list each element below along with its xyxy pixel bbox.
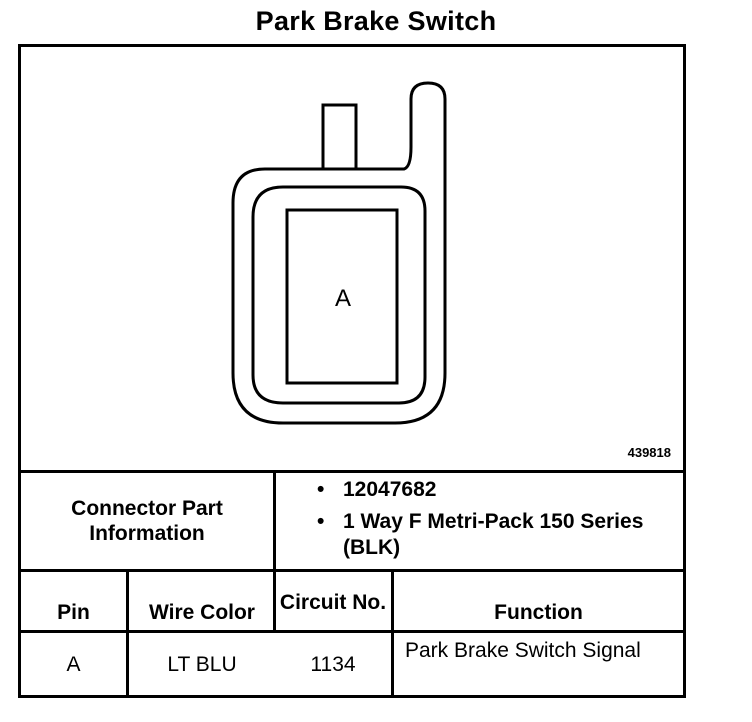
header-function: Function (494, 601, 583, 624)
divider-col-info (273, 472, 276, 630)
connector-info-item: • 12047682 (317, 477, 677, 503)
connector-info-list: • 12047682 • 1 Way F Metri-Pack 150 Seri… (317, 477, 677, 567)
cavity-label-a: A (334, 285, 351, 312)
pin-cavity-a (285, 208, 399, 385)
divider-connector-info (21, 569, 683, 572)
header-circuit: Circuit No. (279, 590, 387, 614)
figure-id: 439818 (627, 445, 671, 460)
connector-description: 1 Way F Metri-Pack 150 Series (BLK) (343, 510, 644, 559)
cell-function: Park Brake Switch Signal (405, 639, 641, 662)
connector-info-label: Connector Part Information (71, 497, 223, 545)
connector-info-item: • 1 Way F Metri-Pack 150 Series (BLK) (317, 509, 677, 561)
header-wire-color: Wire Color (149, 601, 255, 624)
bullet-icon: • (317, 510, 325, 533)
cell-pin: A (66, 652, 81, 676)
connector-tab (321, 103, 358, 171)
header-pin: Pin (57, 601, 90, 624)
connector-drawing (231, 81, 447, 425)
cell-circuit: 1134 (310, 652, 356, 676)
bullet-icon: • (317, 478, 325, 501)
diagram-title: Park Brake Switch (255, 6, 497, 36)
connector-inner-wall (251, 185, 427, 405)
part-number: 12047682 (343, 478, 437, 501)
divider-diagram (21, 470, 683, 473)
divider-header-row (21, 630, 683, 633)
cell-wire-color: LT BLU (167, 652, 237, 676)
connector-frame: A 439818 Connector Part Information • 12… (18, 44, 686, 698)
divider-col-pin (126, 571, 129, 695)
connector-outline (231, 81, 447, 425)
divider-col-circuit (391, 571, 394, 695)
